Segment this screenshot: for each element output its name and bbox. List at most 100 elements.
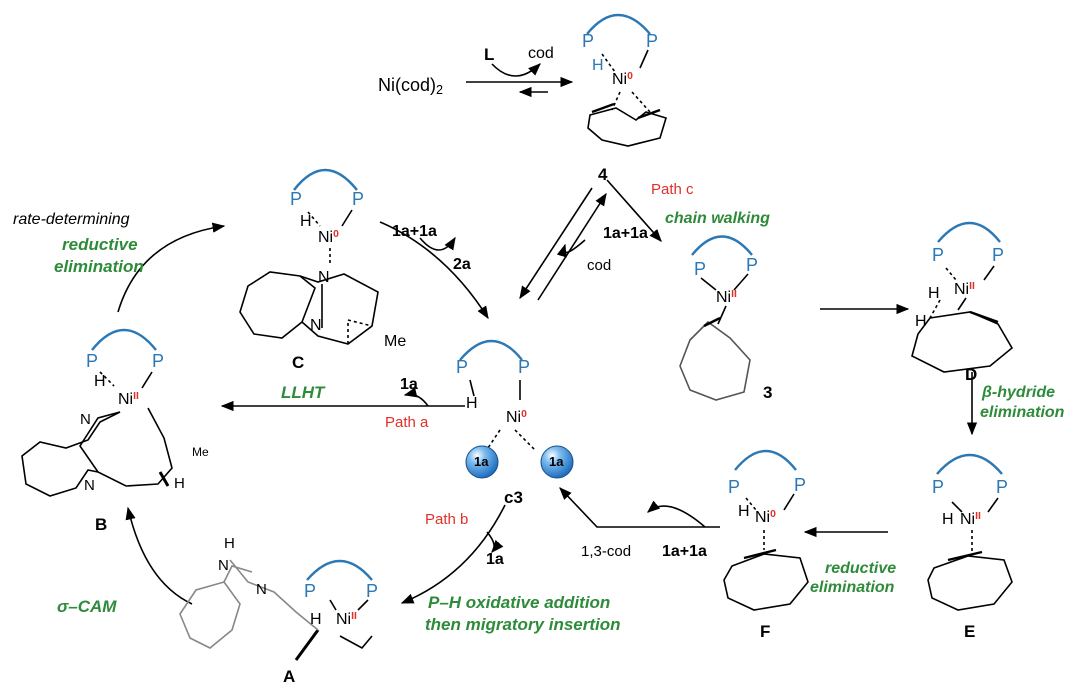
nicod2-label: Ni(cod)2 — [378, 75, 444, 98]
sigma-cam-label: σ–CAM — [57, 597, 117, 616]
A-H-top: H — [224, 535, 235, 552]
B-N2: N — [84, 477, 95, 494]
A-Ni: NiII — [336, 611, 357, 629]
beta-elimination-label: elimination — [980, 404, 1065, 421]
3-P-left: P — [694, 259, 707, 279]
D-P-right: P — [992, 245, 1005, 265]
llht-label: LLHT — [281, 383, 325, 402]
1a1a-label-bottom: 1a+1a — [662, 543, 707, 560]
B-Me: Me — [192, 445, 209, 459]
arrow-4-to-c3 — [519, 187, 593, 300]
C-Ni: Ni0 — [318, 229, 339, 247]
1a-curl-b — [486, 531, 504, 553]
cod-release-curl — [556, 239, 586, 258]
label-A: A — [283, 667, 296, 686]
B-H2: H — [174, 475, 185, 492]
E-P-right: P — [996, 477, 1009, 497]
A-N2: N — [256, 581, 267, 598]
label-4: 4 — [598, 165, 608, 184]
path-b-label: Path b — [425, 511, 469, 528]
arrow-c3-to-4 — [537, 192, 607, 301]
F-P-right: P — [794, 475, 807, 495]
arrow-F-to-c3 — [559, 487, 720, 528]
C-Me: Me — [384, 333, 407, 350]
3-Ni: NiII — [716, 289, 737, 307]
c3-Ni: Ni0 — [506, 409, 527, 427]
cod-release-label-mid: cod — [587, 257, 612, 274]
2a-release-curl — [419, 236, 456, 251]
substrate-ball-right — [540, 445, 574, 479]
cod13-curl — [647, 500, 706, 528]
B-N1: N — [80, 411, 91, 428]
c3-P-right: P — [518, 357, 531, 377]
ligand-exchange-curl — [491, 63, 541, 77]
4-P-left: P — [582, 31, 595, 51]
2a-label: 2a — [453, 256, 471, 273]
arrow-B-to-C — [117, 222, 226, 313]
A-H: H — [310, 611, 322, 628]
label-E: E — [964, 622, 976, 641]
1a1a-label-left: 1a+1a — [392, 223, 437, 240]
D-Ni: NiII — [954, 281, 975, 299]
E-Ni: NiII — [960, 511, 981, 529]
F-P-left: P — [728, 477, 741, 497]
B-H: H — [94, 373, 106, 390]
arrow-c3-to-A — [400, 504, 506, 604]
1a-curl-a — [403, 387, 429, 407]
C-H: H — [300, 213, 312, 230]
label-F: F — [760, 622, 771, 641]
c3-P-left: P — [456, 357, 469, 377]
beta-hydride-label: β-hydride — [982, 384, 1056, 401]
reductive-label: reductive — [62, 235, 138, 254]
arrow-4-to-3 — [606, 179, 662, 242]
4-P-right: P — [646, 31, 659, 51]
ligand-L-label: L — [484, 45, 495, 64]
ph-oxidative-label: P–H oxidative addition — [428, 593, 611, 612]
label-D: D — [965, 365, 978, 384]
C-N1: N — [318, 269, 330, 286]
ligand-arc-c3 — [459, 339, 523, 361]
ligand-arc-C — [293, 168, 358, 191]
A-P-right: P — [366, 581, 379, 601]
arrow-A-to-B — [125, 506, 193, 605]
1a-label-path-b: 1a — [486, 551, 504, 568]
chain-walking-label: chain walking — [665, 210, 770, 227]
D-P-left: P — [932, 245, 945, 265]
label-B: B — [95, 515, 108, 534]
label-3: 3 — [763, 383, 773, 402]
label-C: C — [292, 353, 305, 372]
elimination-label: elimination — [54, 257, 144, 276]
B-Ni: NiII — [118, 391, 139, 409]
1a1a-label-top: 1a+1a — [603, 225, 648, 242]
ligand-arc-E — [936, 453, 1003, 475]
ligand-arc-D — [937, 221, 1001, 243]
label-c3: c3 — [504, 488, 523, 507]
E-P-left: P — [932, 477, 945, 497]
4-H: H — [592, 57, 604, 74]
3-P-right: P — [746, 255, 759, 275]
C-N2: N — [310, 317, 322, 334]
cod-release-label-top: cod — [528, 45, 554, 62]
D-H1: H — [928, 285, 940, 302]
B-P-left: P — [86, 351, 99, 371]
ligand-arc-A — [306, 559, 373, 581]
ligand-arc-B — [91, 328, 157, 351]
elimination-label-2: elimination — [810, 579, 895, 596]
F-Ni: Ni0 — [755, 509, 776, 527]
4-Ni: Ni0 — [612, 71, 633, 89]
ligand-arc-4 — [586, 13, 651, 35]
path-a-label: Path a — [385, 414, 429, 431]
rate-determining-label: rate-determining — [13, 211, 130, 228]
substrate-ball-left — [465, 445, 499, 479]
1a-label-path-a: 1a — [400, 376, 418, 393]
path-c-label: Path c — [651, 181, 694, 198]
D-H2: H — [915, 313, 927, 330]
ligand-arc-3 — [691, 235, 753, 256]
c3-ball-label-right: 1a — [549, 454, 564, 469]
C-P-right: P — [352, 189, 365, 209]
A-N1: N — [218, 557, 229, 574]
ligand-arc-F — [734, 449, 797, 471]
C-P-left: P — [290, 189, 303, 209]
